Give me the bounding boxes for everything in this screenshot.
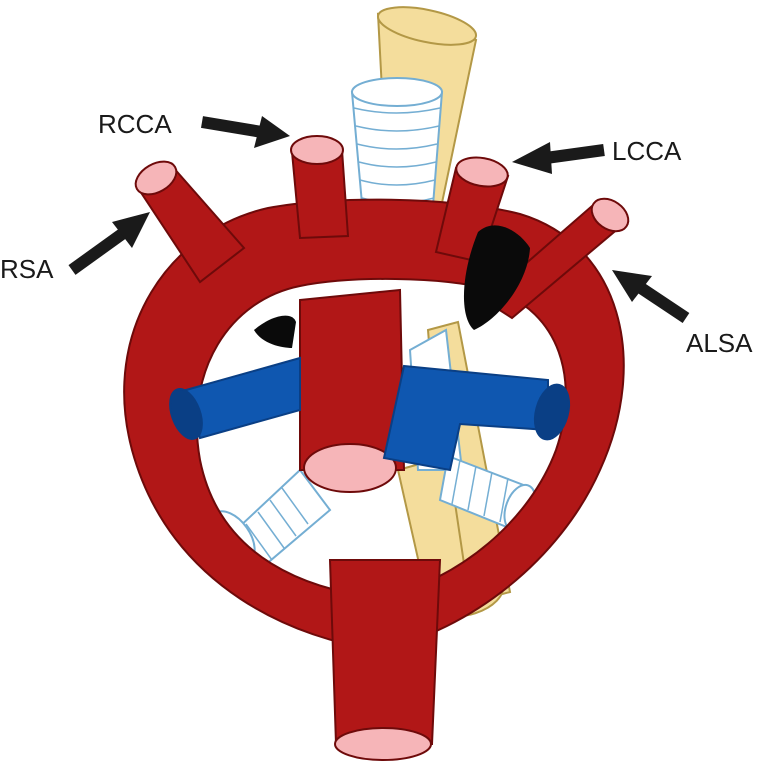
label-rcca: RCCA (98, 109, 172, 139)
pulmonary-artery-right (169, 356, 301, 440)
label-lcca: LCCA (612, 136, 682, 166)
diverticulum-left (463, 225, 530, 330)
arrow-rcca (201, 116, 290, 148)
right-common-carotid-artery (290, 135, 350, 240)
arrow-alsa (612, 270, 690, 323)
ascending-aorta (299, 288, 406, 493)
arrow-rsa (68, 212, 150, 275)
pulmonary-artery-left (382, 364, 571, 472)
aortic-arch-ring (123, 198, 625, 761)
label-alsa: ALSA (686, 328, 753, 358)
right-subclavian-artery (134, 160, 246, 284)
arrow-lcca (512, 142, 605, 174)
trachea-upper (350, 77, 444, 228)
diverticulum-right (254, 315, 296, 348)
label-rsa: RSA (0, 254, 54, 284)
